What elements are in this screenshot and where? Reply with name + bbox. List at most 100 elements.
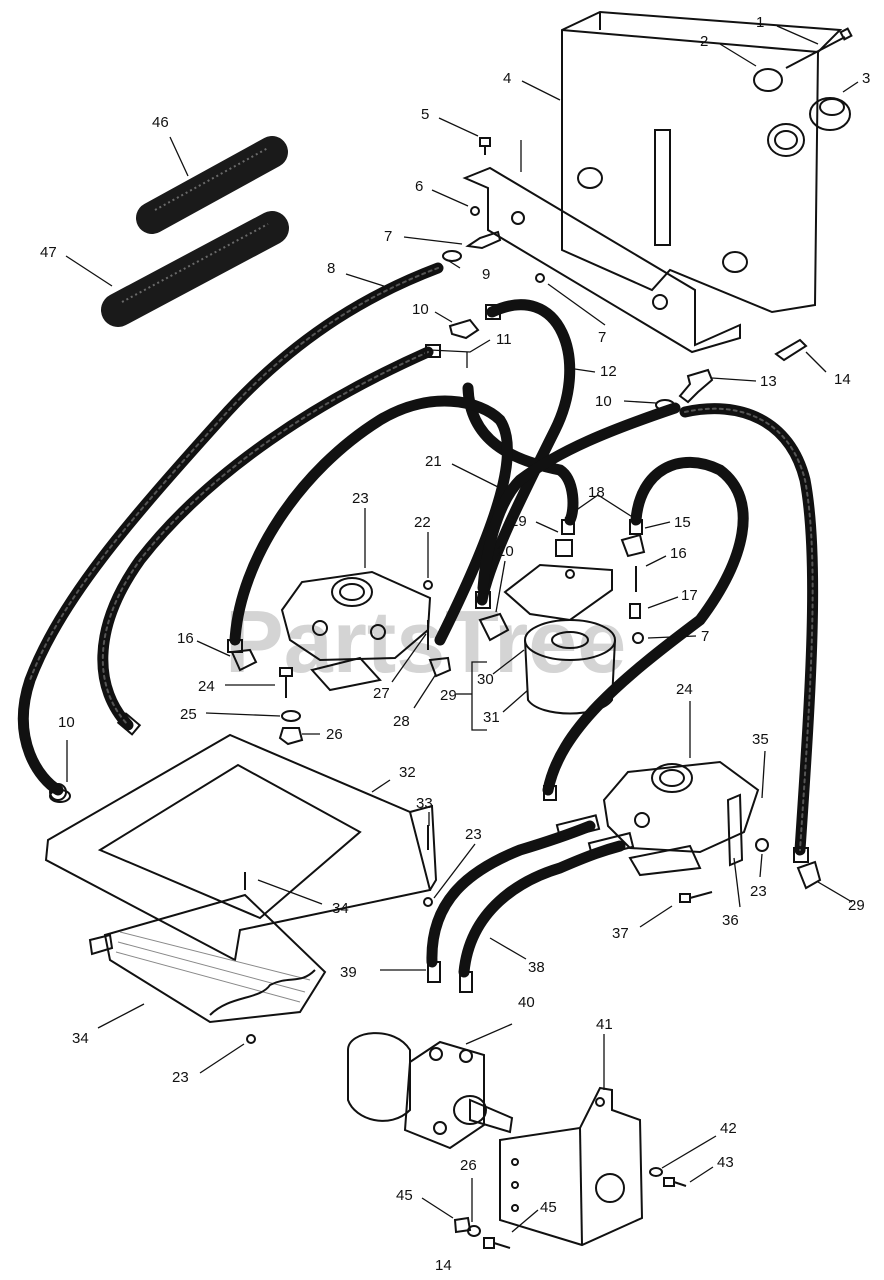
fitting (555, 539, 573, 557)
callout: 45 (540, 1199, 557, 1216)
nut (423, 580, 433, 590)
callout: 14 (834, 371, 851, 388)
callout: 20 (497, 543, 514, 560)
callout: 13 (760, 373, 777, 390)
nut (470, 206, 480, 216)
callout: 8 (327, 260, 335, 277)
nut (278, 727, 304, 746)
bolt (679, 891, 713, 903)
callout: 28 (393, 713, 410, 730)
callout: 6 (415, 178, 423, 195)
callout: 24 (198, 678, 215, 695)
bolt (663, 1177, 687, 1187)
nut (632, 632, 644, 644)
callout: 19 (510, 513, 527, 530)
callout: 37 (612, 925, 629, 942)
protective-sleeve-48 (101, 211, 289, 327)
callout: 9 (482, 266, 490, 283)
bolt (279, 667, 293, 698)
callout: 30 (477, 671, 494, 688)
washer (467, 1225, 481, 1237)
hose-clamp (49, 789, 71, 803)
screw (244, 825, 429, 890)
callout: 47 (40, 244, 57, 261)
elbow-fitting (796, 860, 822, 890)
callout: 16 (670, 545, 687, 562)
callout: 12 (600, 363, 617, 380)
callout: 29 (848, 897, 865, 914)
oil-filter (524, 619, 616, 715)
callout: 38 (528, 959, 545, 976)
control-valve-lower (602, 760, 760, 877)
nut (246, 1034, 256, 1044)
spacer (629, 603, 641, 619)
callout: 3 (862, 70, 870, 87)
callout: 22 (414, 514, 431, 531)
nut (535, 273, 545, 283)
hose-clamp (655, 399, 675, 411)
nut (453, 1216, 472, 1234)
callout: 39 (340, 964, 357, 981)
bolt (483, 1237, 511, 1249)
callout: 45 (396, 1187, 413, 1204)
callout: 23 (750, 883, 767, 900)
callout: 23 (352, 490, 369, 507)
callout: 26 (326, 726, 343, 743)
page-number: 14 (435, 1257, 452, 1274)
callout: 5 (421, 106, 429, 123)
washer (649, 1167, 663, 1177)
callout: 32 (399, 764, 416, 781)
callout: 41 (596, 1016, 613, 1033)
nut (755, 838, 769, 852)
oil-cooler (88, 893, 327, 1024)
motor-mount-bracket (499, 1086, 644, 1247)
callout: 11 (496, 331, 512, 348)
leader-lines (65, 25, 859, 1233)
callout: 23 (172, 1069, 189, 1086)
callout: 43 (717, 1154, 734, 1171)
hose-clamp (442, 250, 462, 262)
bolt (479, 137, 491, 155)
hydraulic-motor (347, 1032, 514, 1150)
callout: 10 (595, 393, 612, 410)
callout: 10 (412, 301, 429, 318)
callout: 16 (177, 630, 194, 647)
elbow-fitting (428, 656, 452, 678)
cover-plate (44, 733, 438, 962)
callout: 42 (720, 1120, 737, 1137)
mounting-bracket (462, 166, 741, 354)
callout: 25 (180, 706, 197, 723)
gasket (753, 68, 783, 92)
callout: 7 (384, 228, 392, 245)
callout: 26 (460, 1157, 477, 1174)
callout: 40 (518, 994, 535, 1011)
nut (423, 897, 433, 907)
callout: 31 (483, 709, 500, 726)
elbow-fitting (620, 533, 646, 558)
elbow-fitting (230, 648, 258, 672)
hose-highlights (29, 267, 814, 851)
callout: 18 (588, 484, 605, 501)
callout: 34 (332, 900, 349, 917)
reservoir-tank (561, 10, 843, 314)
elbow-fitting (678, 368, 714, 404)
callout: 29 (440, 687, 457, 704)
callout: 33 (416, 795, 433, 812)
washer (281, 710, 301, 722)
callout: 15 (674, 514, 691, 531)
filter-head (503, 563, 613, 622)
callout: 46 (152, 114, 169, 131)
callout: 2 (700, 33, 708, 50)
callout-labels: 1 2 3 4 5 6 7 7 7 8 9 10 10 10 11 12 13 … (40, 14, 870, 1274)
callout: 24 (676, 681, 693, 698)
callout: 36 (722, 912, 739, 929)
callout: 10 (58, 714, 75, 731)
callout: 21 (425, 453, 442, 470)
callout: 7 (598, 329, 606, 346)
callout: 4 (503, 70, 511, 87)
callout: 7 (701, 628, 709, 645)
hose-end (555, 814, 601, 840)
callout: 17 (681, 587, 698, 604)
tank-cap (809, 97, 851, 131)
